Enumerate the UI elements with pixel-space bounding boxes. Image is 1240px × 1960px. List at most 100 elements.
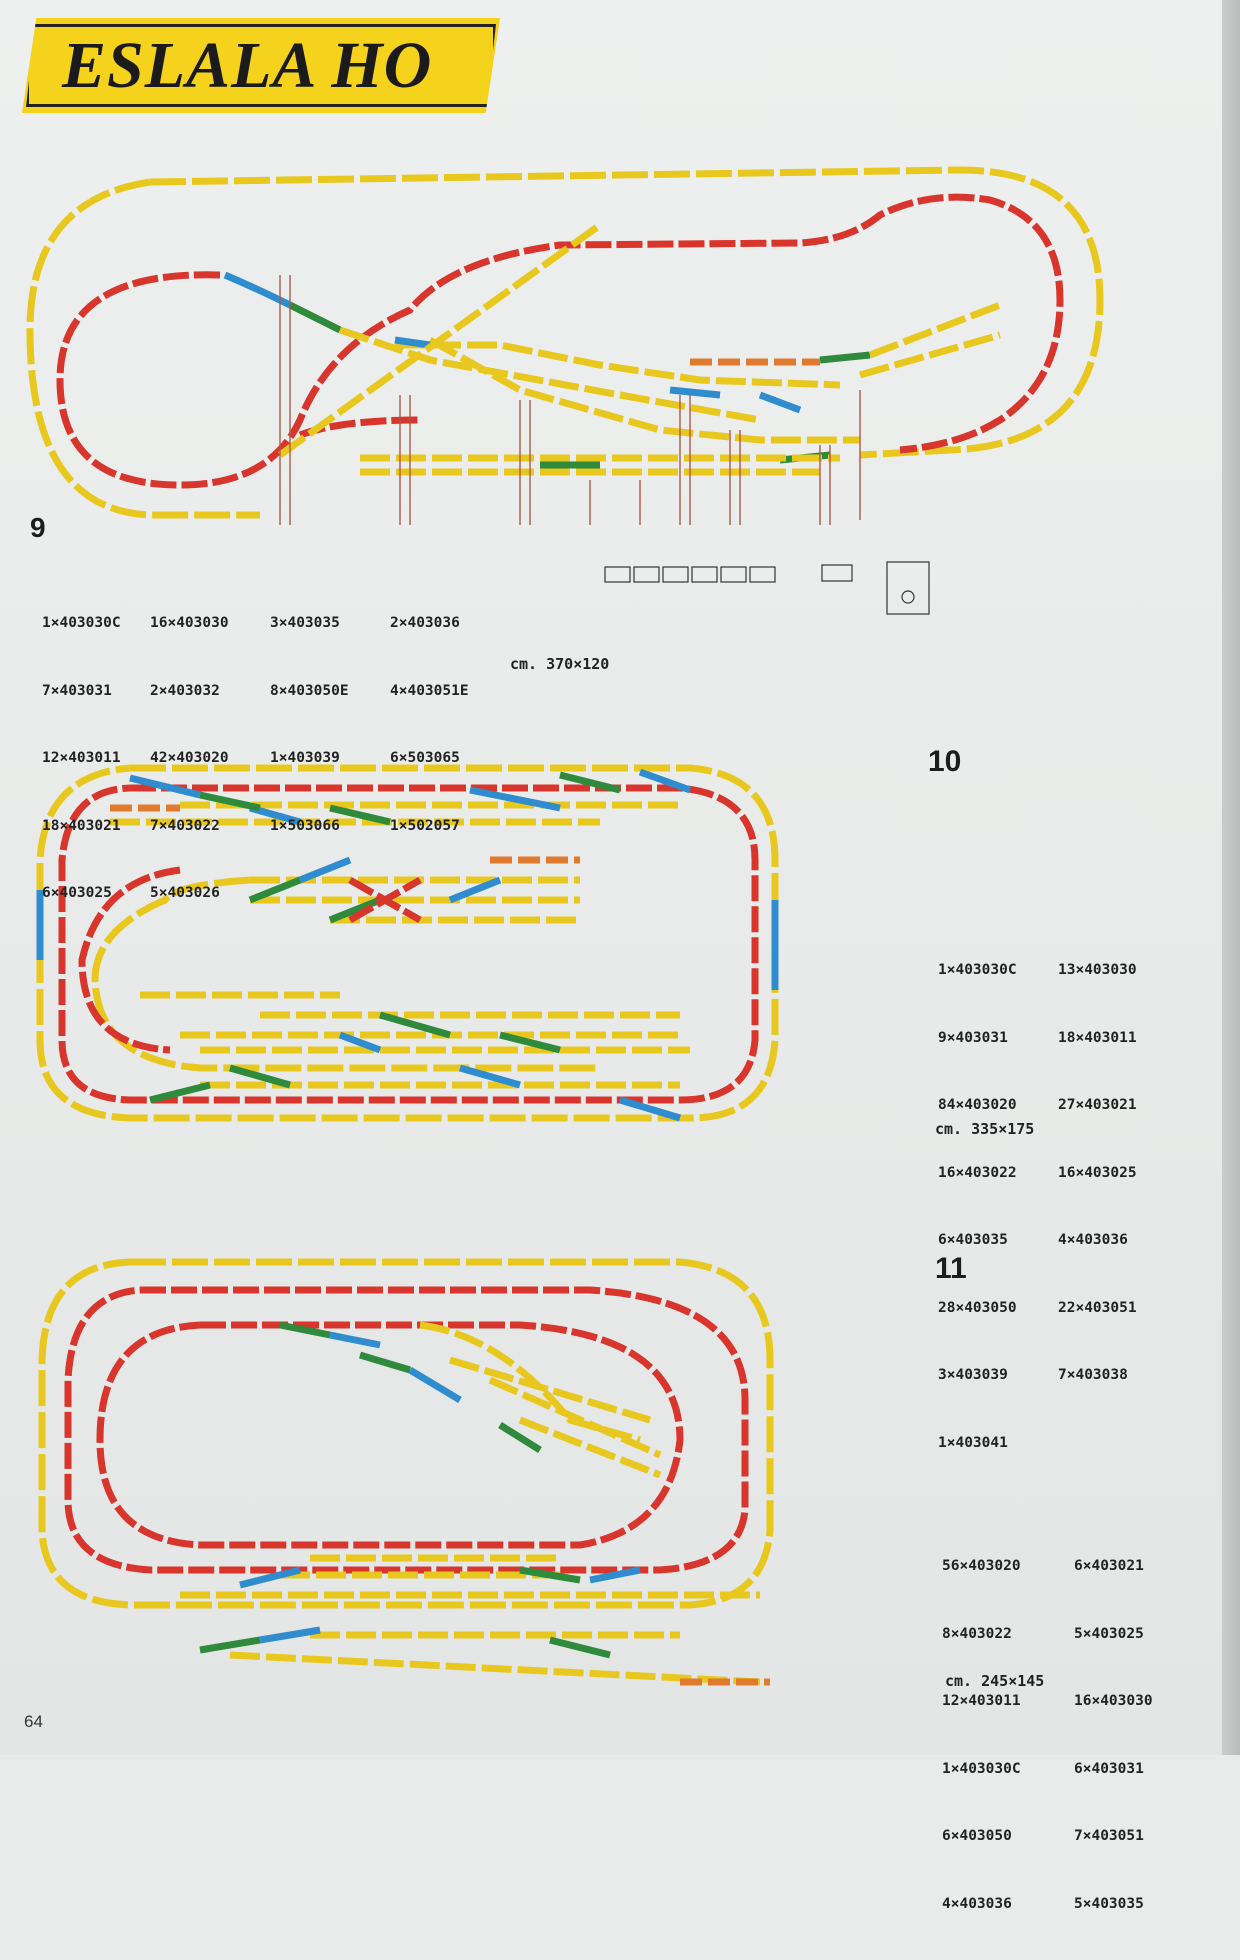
layout-11-bottom-track-5	[229, 1651, 761, 1686]
part-item: 12×403011	[42, 750, 121, 766]
layout-9-inner-loop	[56, 193, 1064, 489]
layout-10-crossing	[348, 876, 422, 924]
layout-9-diagram	[26, 166, 1104, 615]
part-item: 56×403020	[942, 1558, 1021, 1574]
page-edge-shadow	[1222, 0, 1240, 1755]
layout-9-wiring	[279, 275, 861, 525]
layout-9-yard-3	[428, 336, 860, 444]
layout-11-parts-list: 56×403020 8×403022 12×403011 1×403030C 6…	[942, 1510, 1153, 1912]
layout-11-inner-loop	[96, 1321, 684, 1549]
part-item: 7×403051	[1074, 1828, 1144, 1844]
layout-9-dimensions: cm. 370×120	[510, 655, 610, 673]
layout-11-outer-loop	[38, 1258, 774, 1609]
part-item: 4×403051E	[390, 682, 469, 699]
layout-11-diagram	[38, 1258, 774, 1686]
layout-9-outer-left	[26, 178, 260, 519]
part-item: 2×403036	[390, 615, 460, 631]
part-item: 7×403038	[1058, 1367, 1128, 1383]
layout-11-turnouts-green	[279, 1321, 542, 1453]
layout-9-outer-loop	[149, 166, 1104, 459]
part-item: 42×403020	[150, 750, 229, 766]
layout-11-number: 11	[935, 1252, 967, 1285]
part-item: 1×403030C	[42, 615, 121, 631]
layout-9-control-panels	[604, 561, 930, 615]
part-item: 6×403025	[42, 885, 112, 901]
part-item: 8×403022	[942, 1625, 1012, 1642]
layout-9-yard-1	[338, 326, 761, 424]
layout-11-dimensions: cm. 245×145	[945, 1672, 1045, 1690]
part-item: 6×403035	[938, 1232, 1008, 1248]
layout-9-turnout-c	[394, 336, 431, 349]
part-item: 5×403026	[150, 885, 220, 901]
part-item: 22×403051	[1058, 1299, 1137, 1316]
part-item: 7×403022	[150, 817, 220, 834]
layout-10-turnouts-blue-side	[36, 890, 779, 990]
layout-10-inner-u-curve	[78, 866, 181, 1054]
part-item: 8×403050E	[270, 682, 349, 699]
layout-11-turnouts-blue-bottom	[239, 1566, 641, 1644]
layout-10-turnouts-green-mid	[248, 876, 382, 924]
part-item: 27×403021	[1058, 1097, 1137, 1113]
part-item: 3×403039	[938, 1367, 1008, 1383]
part-item: 6×403050	[942, 1828, 1012, 1844]
part-item: 4×403036	[942, 1895, 1012, 1912]
part-item: 6×503065	[390, 750, 460, 766]
part-item: 4×403036	[1058, 1232, 1128, 1248]
part-item: 3×403035	[270, 615, 340, 631]
layout-10-turnouts-blue-low	[338, 1031, 682, 1122]
part-item: 1×502057	[390, 817, 460, 834]
layout-9-crossing-line	[277, 222, 603, 458]
layout-9-parts-list: 1×403030C 7×403031 12×403011 18×403021 6…	[42, 567, 469, 901]
part-item: 16×403030	[1074, 1693, 1153, 1709]
layout-11-siding-4	[518, 1416, 662, 1479]
layout-9-yard-2	[395, 341, 841, 389]
part-item: 1×403030C	[938, 962, 1017, 978]
part-item: 1×403041	[938, 1434, 1008, 1451]
part-item: 1×403030C	[942, 1760, 1021, 1777]
layout-9-siding-b	[868, 301, 1002, 359]
part-item: 5×403025	[1074, 1625, 1144, 1642]
layout-11-siding-3	[488, 1376, 662, 1459]
part-item: 18×403011	[1058, 1029, 1137, 1046]
part-item: 84×403020	[938, 1097, 1017, 1113]
layout-11-turnouts-blue	[329, 1331, 462, 1404]
layout-11-siding-2	[448, 1356, 652, 1424]
part-item: 16×403022	[938, 1164, 1017, 1181]
catalog-page	[0, 0, 1222, 1755]
layout-10-second-loop	[58, 784, 759, 1104]
part-item: 16×403025	[1058, 1164, 1137, 1181]
layout-9-turnout-d	[669, 386, 721, 399]
part-item: 6×403021	[1074, 1558, 1144, 1574]
layout-9-turnout-e	[758, 391, 802, 414]
part-item: 12×403011	[942, 1693, 1021, 1709]
part-item: 2×403032	[150, 682, 220, 699]
part-item: 6×403031	[1074, 1760, 1144, 1777]
part-item: 1×403039	[270, 750, 340, 766]
layout-10-turnouts-green-low	[149, 1011, 561, 1104]
layout-10-inner-u	[91, 876, 600, 1072]
part-item: 18×403021	[42, 817, 121, 834]
layout-10-diagram	[36, 764, 779, 1122]
layout-9-turnout-f	[819, 351, 871, 364]
page-title: ESLALA HO	[62, 29, 433, 102]
part-item: 13×403030	[1058, 962, 1137, 978]
part-item: 28×403050	[938, 1299, 1017, 1316]
layout-10-dimensions: cm. 335×175	[935, 1120, 1035, 1138]
layout-9-number: 9	[30, 512, 46, 543]
part-item: 9×403031	[938, 1029, 1008, 1046]
layout-11-turnouts-green-bottom	[199, 1566, 611, 1659]
part-item: 1×503066	[270, 817, 340, 834]
part-item: 7×403031	[42, 682, 112, 699]
layout-11-second-loop	[64, 1286, 749, 1574]
banner-background	[22, 18, 500, 113]
track-diagrams	[26, 166, 1104, 1686]
layout-10-turnouts-blue-top	[129, 768, 692, 826]
title-banner: ESLALA HO	[22, 18, 500, 113]
part-item: 16×403030	[150, 615, 229, 631]
layout-9-siding-c	[859, 331, 1001, 379]
layout-10-turnouts-green-top	[199, 771, 621, 826]
page-number: 64	[24, 1712, 43, 1731]
layout-10-outer-loop	[36, 764, 779, 1122]
layout-10-parts-list: 1×403030C 9×403031 84×403020 16×403022 6…	[938, 914, 1137, 1451]
layout-9-turnout-a	[223, 271, 292, 309]
